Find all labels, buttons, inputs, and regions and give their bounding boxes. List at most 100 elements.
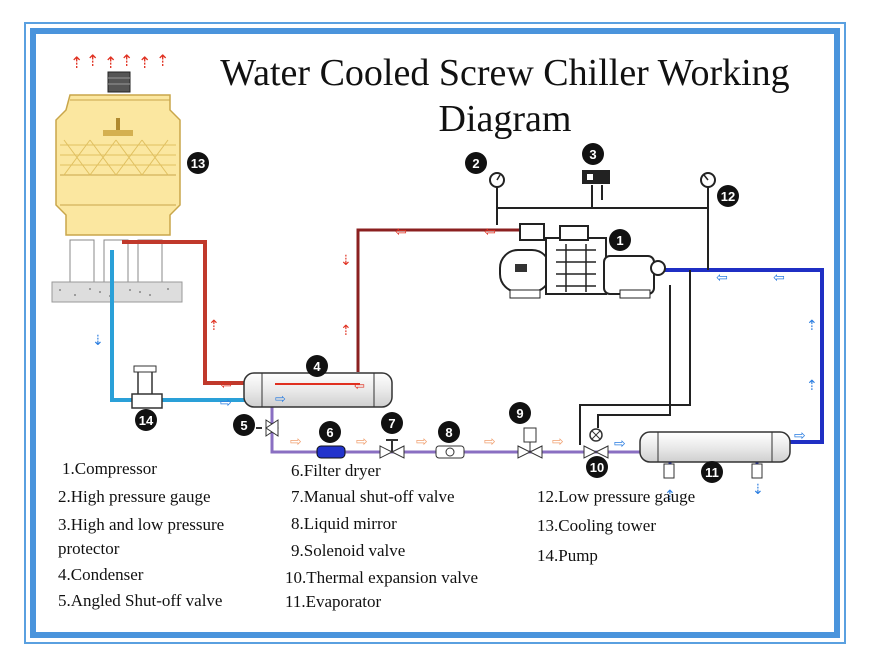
filter-dryer [316, 445, 346, 459]
badge-12: 12 [717, 185, 739, 207]
legend-item: 3.High and low pressure [58, 515, 225, 534]
svg-text:⇡: ⇡ [86, 51, 99, 70]
title-line-2: Diagram [438, 98, 572, 140]
svg-text:⇣: ⇣ [340, 253, 352, 269]
svg-text:⇨: ⇨ [220, 395, 232, 411]
svg-text:⇡: ⇡ [156, 51, 169, 70]
svg-text:1: 1 [616, 233, 623, 248]
legend-item: 14.Pump [537, 546, 598, 565]
badge-10: 10 [586, 456, 608, 478]
badge-1: 1 [609, 229, 631, 251]
solenoid-valve [517, 427, 543, 459]
badge-13: 13 [187, 152, 209, 174]
tower-supply-pipe [110, 250, 248, 402]
badge-5: 5 [233, 414, 255, 436]
hot-water-return-pipe [122, 240, 248, 385]
svg-text:⇦: ⇦ [716, 270, 728, 286]
svg-text:⇡: ⇡ [208, 318, 220, 334]
badge-14: 14 [135, 409, 157, 431]
svg-text:⇨: ⇨ [416, 434, 428, 450]
svg-text:⇦: ⇦ [395, 224, 407, 240]
svg-text:⇦: ⇦ [220, 377, 232, 393]
svg-text:⇨: ⇨ [614, 436, 626, 452]
diagram-title: Water Cooled Screw Chiller Working Diagr… [185, 50, 825, 142]
badge-4: 4 [306, 355, 328, 377]
legend-item: 1.Compressor [62, 459, 157, 478]
svg-text:7: 7 [388, 416, 395, 431]
legend-item: 12.Low pressure gauge [537, 487, 696, 506]
svg-text:⇨: ⇨ [484, 434, 496, 450]
legend-item: 8.Liquid mirror [291, 514, 397, 533]
svg-text:⇡: ⇡ [806, 378, 818, 394]
number-badges: 1 2 3 4 5 6 7 8 9 10 11 12 13 14 [135, 143, 739, 483]
legend-item: 2.High pressure gauge [58, 487, 211, 506]
svg-text:⇦: ⇦ [773, 270, 785, 286]
pump [131, 365, 163, 409]
svg-text:⇦: ⇦ [354, 379, 365, 394]
legend-item: 6.Filter dryer [291, 461, 381, 480]
svg-text:2: 2 [472, 156, 479, 171]
svg-text:⇡: ⇡ [664, 488, 676, 504]
legend-item: 7.Manual shut-off valve [291, 487, 455, 506]
badge-3: 3 [582, 143, 604, 165]
badge-11: 11 [701, 461, 723, 483]
legend-item: 5.Angled Shut-off valve [58, 591, 223, 610]
legend-item: 10.Thermal expansion valve [285, 568, 479, 587]
inner-frame [30, 28, 840, 638]
svg-text:13: 13 [191, 156, 205, 171]
condenser: ⇨ ⇦ [243, 372, 393, 408]
svg-text:5: 5 [240, 418, 247, 433]
svg-text:⇣: ⇣ [92, 333, 104, 349]
svg-text:⇡: ⇡ [138, 53, 151, 72]
fan-motor [107, 71, 131, 93]
badge-9: 9 [509, 402, 531, 424]
thermal-expansion-valve [583, 428, 609, 459]
svg-text:12: 12 [721, 189, 735, 204]
badge-8: 8 [438, 421, 460, 443]
svg-text:⇡: ⇡ [120, 51, 133, 70]
svg-text:⇨: ⇨ [275, 392, 286, 407]
steam-arrows: ⇡ ⇡ ⇡ ⇡ ⇡ ⇡ [70, 51, 169, 72]
legend-item: 4.Condenser [58, 565, 144, 584]
svg-text:14: 14 [139, 413, 154, 428]
svg-text:10: 10 [590, 460, 604, 475]
svg-text:⇣: ⇣ [752, 482, 764, 498]
svg-text:⇨: ⇨ [552, 434, 564, 450]
outer-frame [24, 22, 846, 644]
badge-7: 7 [381, 412, 403, 434]
svg-text:⇦: ⇦ [484, 224, 496, 240]
legend-item: protector [58, 539, 120, 558]
svg-text:6: 6 [326, 425, 333, 440]
badge-6: 6 [319, 421, 341, 443]
svg-text:⇡: ⇡ [340, 323, 352, 339]
badge-2: 2 [465, 152, 487, 174]
svg-text:⇡: ⇡ [104, 53, 117, 72]
svg-text:⇡: ⇡ [806, 318, 818, 334]
svg-text:3: 3 [589, 147, 596, 162]
manual-shutoff-valve [379, 439, 405, 459]
svg-text:11: 11 [705, 465, 719, 480]
discharge-pipe [356, 228, 520, 372]
legend-item: 9.Solenoid valve [291, 541, 406, 560]
compressor [499, 223, 666, 299]
legend-item: 11.Evaporator [285, 592, 382, 611]
liquid-mirror [435, 445, 465, 459]
angled-shutoff-valve [256, 419, 279, 437]
svg-text:⇨: ⇨ [290, 434, 302, 450]
low-pressure-gauge [700, 172, 716, 188]
svg-text:⇡: ⇡ [70, 53, 83, 72]
legend-item: 13.Cooling tower [537, 516, 656, 535]
svg-text:8: 8 [445, 425, 452, 440]
control-lines [496, 183, 709, 445]
svg-text:9: 9 [516, 406, 523, 421]
cooling-tower: ⇡ ⇡ ⇡ ⇡ ⇡ ⇡ [51, 51, 183, 303]
svg-text:⇨: ⇨ [794, 428, 806, 444]
evaporator [639, 431, 791, 479]
liquid-line [270, 400, 640, 454]
chilled-water-pipe [660, 268, 824, 444]
pressure-protector [582, 170, 610, 184]
title-line-1: Water Cooled Screw Chiller Working [220, 52, 790, 94]
high-pressure-gauge [489, 172, 505, 188]
flow-arrows: ⇡ ⇦ ⇣ ⇡ ⇦ ⇦ ⇣ ⇨ ⇦ ⇦ ⇡ ⇡ ⇨ ⇨ ⇡ ⇣ ⇨ ⇨ ⇨ ⇨ … [92, 224, 818, 504]
